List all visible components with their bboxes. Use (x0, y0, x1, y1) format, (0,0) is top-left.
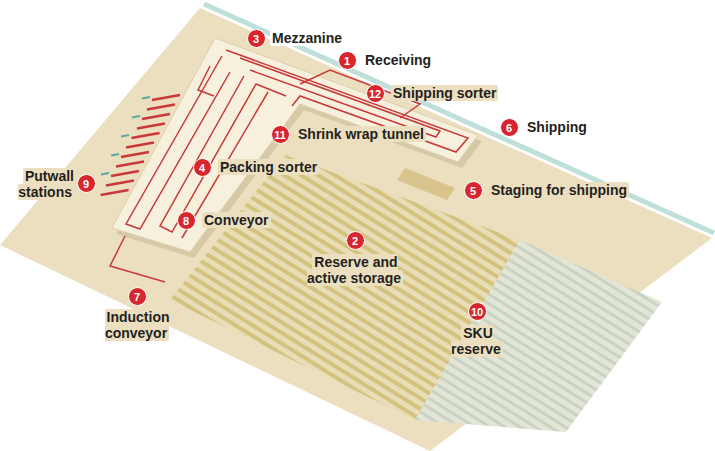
area-label-box: Receiving (363, 52, 473, 68)
area-label-box: Shipping (525, 119, 625, 135)
area-label-box: SKU reserve (442, 325, 512, 357)
area-label-box: Shipping sorter (391, 85, 541, 101)
callout-number: 10 (468, 302, 487, 321)
putwall-station (111, 171, 139, 176)
putwall-station (147, 105, 175, 110)
area-label: Staging for shipping (489, 182, 629, 198)
putwall-marker (121, 135, 129, 137)
area-label: Shipping sorter (391, 85, 498, 101)
putwall-station (121, 152, 149, 157)
area-label-box: Shrink wrap tunnel (296, 126, 466, 142)
putwall-station (101, 190, 129, 195)
putwall-station (137, 124, 165, 129)
area-label: SKU reserve (451, 325, 503, 357)
induction-conveyor-line (110, 236, 165, 282)
putwall-markers (101, 97, 150, 175)
callout-number: 7 (128, 287, 147, 306)
area-label: Conveyor (202, 212, 271, 228)
callout-number: 9 (77, 174, 96, 193)
conveyor-line (198, 66, 214, 96)
callout-number: 3 (247, 29, 266, 48)
callout-number: 11 (271, 125, 290, 144)
mezzanine (112, 38, 478, 252)
callout-number: 5 (464, 181, 483, 200)
callout-number: 12 (366, 84, 385, 103)
putwall-marker (132, 116, 140, 118)
callout-number: 2 (346, 231, 365, 250)
putwall-marker (101, 173, 109, 175)
area-label: Mezzanine (270, 30, 344, 46)
area-label: Receiving (363, 52, 433, 68)
area-label: Packing sorter (218, 159, 319, 175)
putwall-stations (101, 95, 180, 195)
staging-area (397, 168, 455, 200)
putwall-station (132, 133, 160, 138)
putwall-station (116, 162, 144, 167)
callout-number: 1 (338, 51, 357, 70)
putwall-marker (111, 154, 119, 156)
area-label-box: Mezzanine (270, 30, 380, 46)
conveyor-line (160, 76, 286, 232)
sku-racks (415, 240, 662, 432)
area-label-box: Putwall stations (8, 168, 74, 200)
conveyor-line (126, 56, 230, 229)
callout-number: 6 (500, 118, 519, 137)
area-label-box: Staging for shipping (489, 182, 679, 198)
putwall-station (142, 114, 170, 119)
conveyor-lines (126, 50, 468, 238)
area-label: Putwall stations (18, 168, 74, 200)
callout-number: 4 (193, 158, 212, 177)
area-label: Shipping (525, 119, 589, 135)
area-label-box: Packing sorter (218, 159, 358, 175)
area-label-box: Induction conveyor (92, 309, 182, 341)
putwall-station (126, 143, 154, 148)
area-label-box: Reserve and active storage (295, 254, 415, 286)
area-label: Shrink wrap tunnel (296, 126, 426, 142)
callout-number: 8 (177, 211, 196, 230)
area-label: Induction conveyor (105, 309, 170, 341)
area-label-box: Conveyor (202, 212, 302, 228)
putwall-station (106, 181, 134, 186)
putwall-marker (142, 97, 150, 99)
area-label: Reserve and active storage (307, 254, 403, 286)
putwall-station (152, 95, 180, 100)
